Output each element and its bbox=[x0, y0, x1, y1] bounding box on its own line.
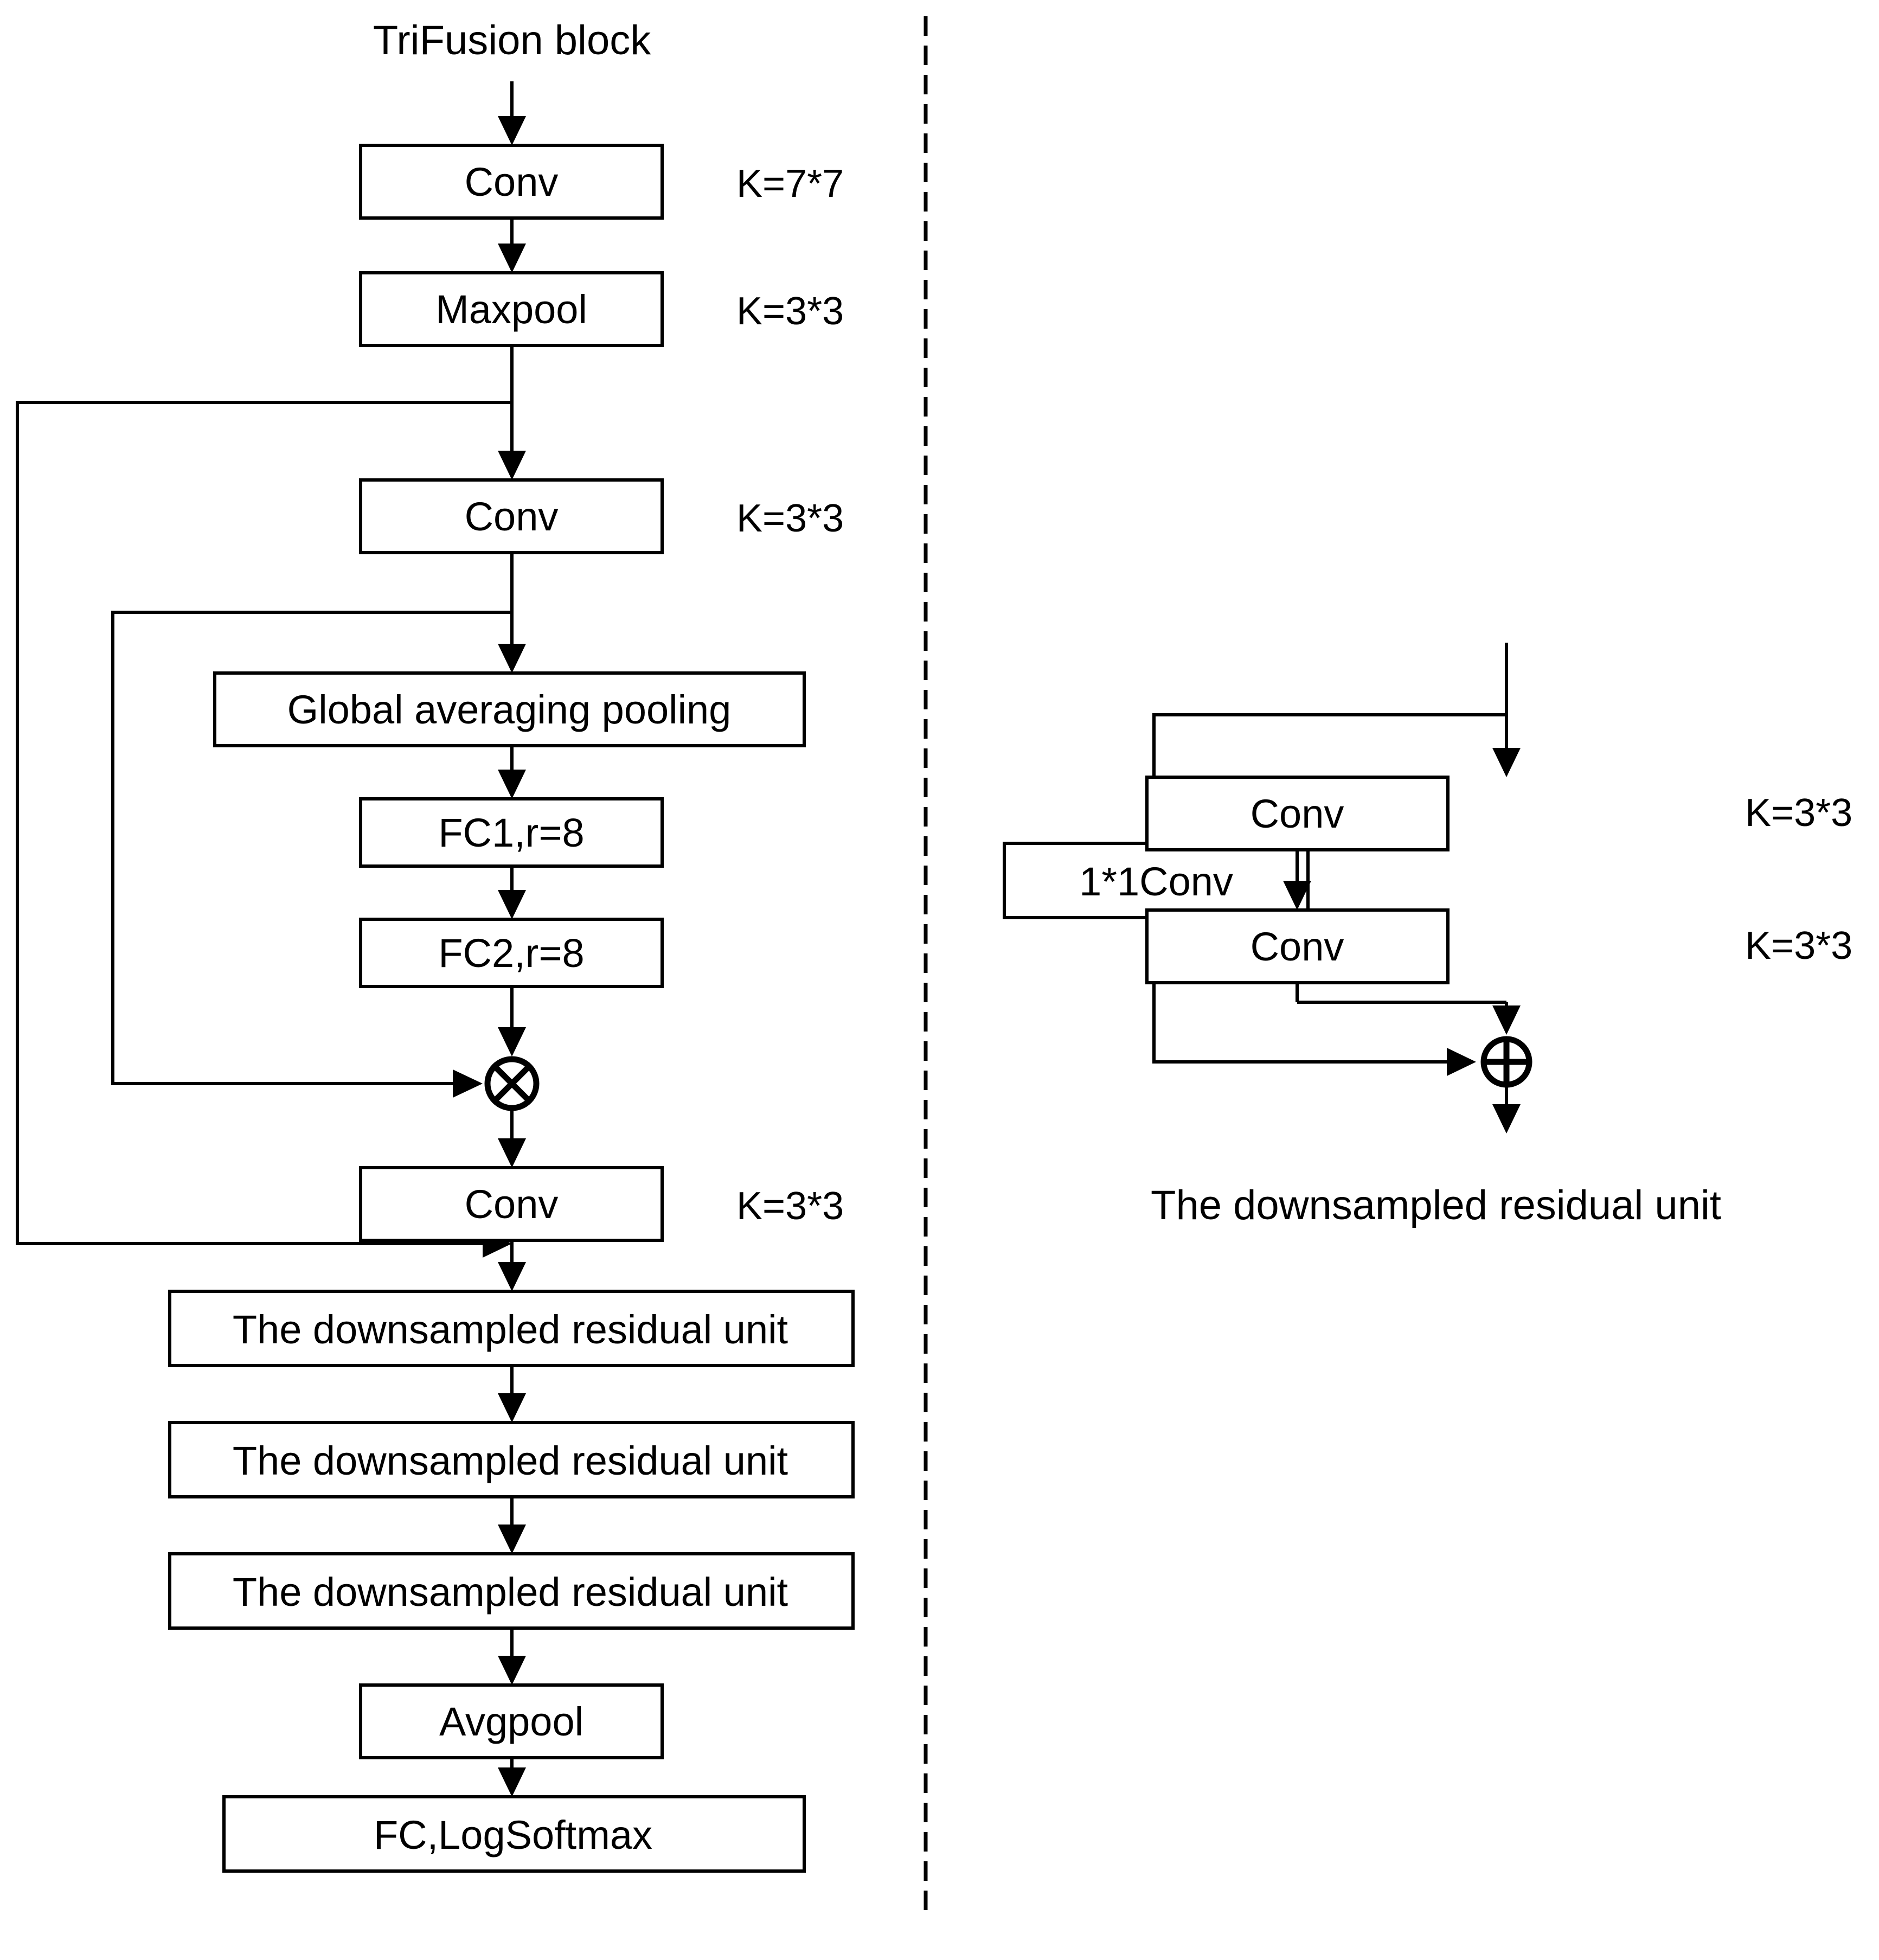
arrow-maxpool-to-conv3a bbox=[498, 345, 526, 480]
klabel-conv7: K=7*7 bbox=[736, 162, 844, 206]
arrow-conv3b-to-res1 bbox=[498, 1240, 526, 1291]
node-residual-unit-1[interactable]: The downsampled residual unit bbox=[168, 1290, 855, 1367]
node-conv7[interactable]: Conv bbox=[359, 144, 664, 220]
arrow-fc1-to-fc2 bbox=[498, 866, 526, 919]
node-avgpool-label: Avgpool bbox=[439, 1699, 583, 1744]
node-right-conv-b-label: Conv bbox=[1250, 924, 1344, 969]
klabel-right-conv-a: K=3*3 bbox=[1745, 791, 1852, 835]
arrow-title-to-conv7 bbox=[498, 81, 526, 145]
arrow-conv7-to-maxpool bbox=[498, 218, 526, 273]
node-shortcut-1x1conv-label: 1*1Conv bbox=[1079, 859, 1233, 904]
node-residual-unit-2[interactable]: The downsampled residual unit bbox=[168, 1421, 855, 1498]
node-fc1-label: FC1,r=8 bbox=[438, 810, 584, 855]
multiply-node[interactable] bbox=[484, 1056, 540, 1111]
node-conv3a[interactable]: Conv bbox=[359, 478, 664, 554]
arrow-add-to-output bbox=[1492, 1085, 1521, 1133]
arrow-conv3a-to-gap bbox=[498, 553, 526, 673]
node-shortcut-1x1conv[interactable]: 1*1Conv bbox=[1003, 842, 1310, 919]
klabel-right-conv-b: K=3*3 bbox=[1745, 924, 1852, 968]
arrow-avgpool-to-fcout bbox=[498, 1758, 526, 1797]
node-fc2[interactable]: FC2,r=8 bbox=[359, 918, 664, 988]
arrow-res2-to-res3 bbox=[498, 1497, 526, 1554]
node-maxpool-label: Maxpool bbox=[435, 287, 587, 332]
node-right-conv-b[interactable]: Conv bbox=[1145, 908, 1450, 984]
arrow-gap-to-fc1 bbox=[498, 746, 526, 799]
node-fc-logsoftmax-label: FC,LogSoftmax bbox=[374, 1812, 652, 1857]
inner-skip-connection bbox=[111, 611, 512, 1098]
arrow-input-to-conv-a bbox=[1492, 643, 1521, 777]
klabel-conv3a: K=3*3 bbox=[736, 497, 844, 540]
node-conv3b-label: Conv bbox=[465, 1182, 559, 1227]
arrow-right-conv-a-to-conv-b bbox=[1283, 850, 1311, 910]
node-right-conv-a-label: Conv bbox=[1250, 791, 1344, 836]
arrow-multiply-to-conv3b bbox=[498, 1108, 526, 1168]
node-global-averaging-pooling[interactable]: Global averaging pooling bbox=[213, 671, 806, 747]
klabel-conv3b: K=3*3 bbox=[736, 1184, 844, 1228]
page-title: TriFusion block bbox=[373, 17, 651, 63]
node-maxpool[interactable]: Maxpool bbox=[359, 271, 664, 347]
node-conv3a-label: Conv bbox=[465, 494, 559, 539]
right-panel-caption: The downsampled residual unit bbox=[1151, 1182, 1721, 1228]
add-node[interactable] bbox=[1480, 1036, 1532, 1088]
node-gap-label: Global averaging pooling bbox=[287, 687, 732, 732]
arrow-fc2-to-multiply bbox=[498, 987, 526, 1056]
node-residual-unit-1-label: The downsampled residual unit bbox=[233, 1307, 788, 1352]
arrow-right-conv-b-to-add bbox=[1296, 983, 1521, 1035]
node-fc2-label: FC2,r=8 bbox=[438, 931, 584, 976]
node-residual-unit-3-label: The downsampled residual unit bbox=[233, 1570, 788, 1615]
klabel-maxpool: K=3*3 bbox=[736, 290, 844, 333]
arrow-res1-to-res2 bbox=[498, 1366, 526, 1423]
node-conv7-label: Conv bbox=[465, 159, 559, 204]
node-conv3b[interactable]: Conv bbox=[359, 1166, 664, 1242]
arrow-res3-to-avgpool bbox=[498, 1628, 526, 1685]
node-fc-logsoftmax[interactable]: FC,LogSoftmax bbox=[222, 1795, 806, 1873]
node-fc1[interactable]: FC1,r=8 bbox=[359, 797, 664, 868]
node-residual-unit-2-label: The downsampled residual unit bbox=[233, 1438, 788, 1483]
node-right-conv-a[interactable]: Conv bbox=[1145, 776, 1450, 851]
node-avgpool[interactable]: Avgpool bbox=[359, 1683, 664, 1759]
node-residual-unit-3[interactable]: The downsampled residual unit bbox=[168, 1552, 855, 1630]
